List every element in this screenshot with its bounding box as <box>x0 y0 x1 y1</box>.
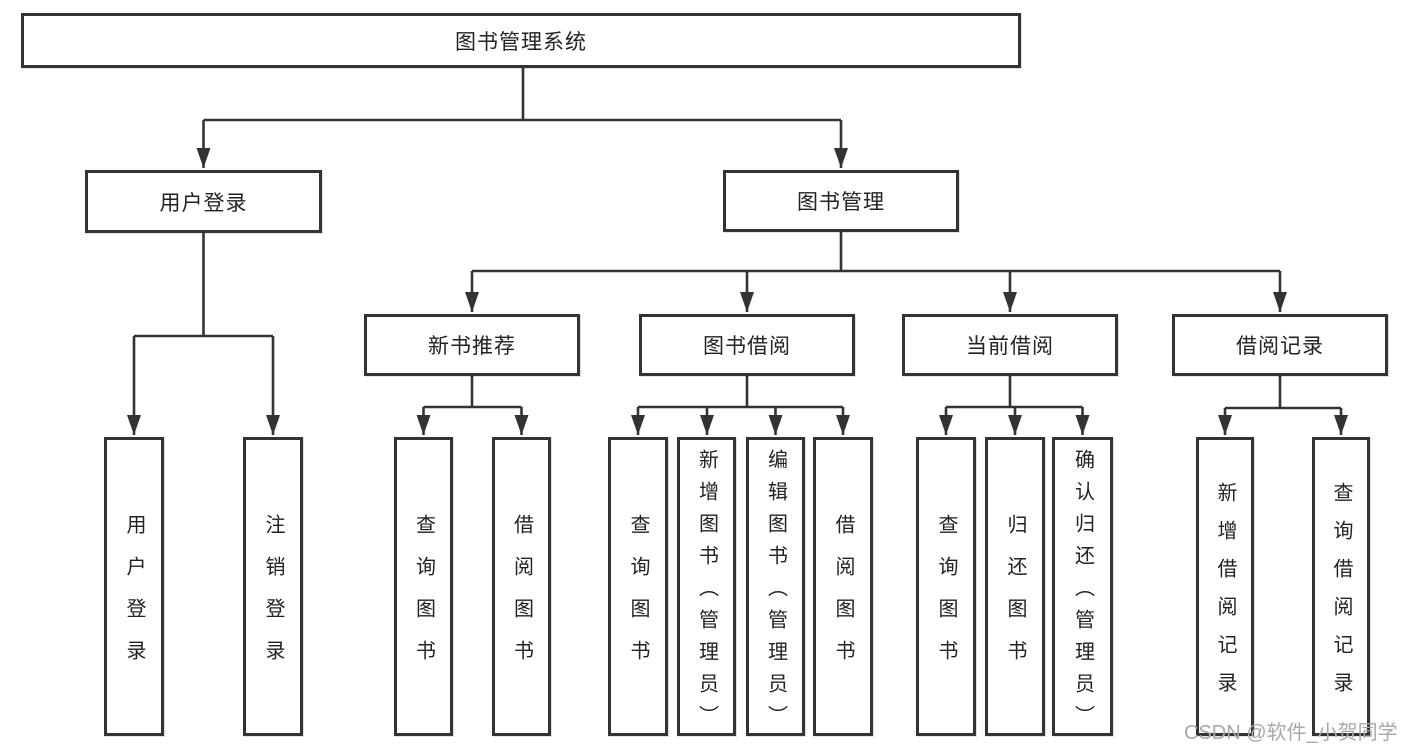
node-user-login-label: 用户登录 <box>159 191 248 215</box>
leaf-confirm-return-admin: 确认归还（管理员） <box>1052 437 1113 737</box>
leaf-query-borrow-record: 查询借阅记录 <box>1312 437 1370 736</box>
node-current-borrowing-label: 当前借阅 <box>966 335 1054 358</box>
leaf-borrowing-query-books: 查询图书 <box>608 437 668 736</box>
leaf-newbooks-query-books-label: 查询图书 <box>412 513 435 682</box>
leaf-logout: 注销登录 <box>243 437 303 736</box>
leaf-newbooks-borrow-books-label: 借阅图书 <box>510 513 533 682</box>
node-borrowing-records-label: 借阅记录 <box>1236 335 1324 358</box>
leaf-edit-books-admin-label: 编辑图书（管理员） <box>764 448 787 737</box>
node-current-borrowing: 当前借阅 <box>902 314 1118 376</box>
leaf-add-borrow-record-label: 新增借阅记录 <box>1214 481 1236 710</box>
connector-user-login-to-leaves <box>127 233 280 435</box>
leaf-logout-label: 注销登录 <box>262 513 284 682</box>
leaf-return-books-label: 归还图书 <box>1004 513 1026 682</box>
leaf-add-borrow-record: 新增借阅记录 <box>1196 437 1254 736</box>
leaf-add-books-admin-label: 新增图书（管理员） <box>695 448 718 737</box>
connector-book-borrow-to-leaves <box>631 376 850 435</box>
connector-borrow-records-to-leaves <box>1218 376 1348 435</box>
leaf-borrowing-borrow-books: 借阅图书 <box>813 437 873 736</box>
node-book-borrowing-label: 图书借阅 <box>703 335 791 358</box>
leaf-newbooks-borrow-books: 借阅图书 <box>492 437 551 736</box>
leaf-user-login-label: 用户登录 <box>123 513 145 682</box>
node-new-book-recommend-label: 新书推荐 <box>428 335 516 358</box>
leaf-newbooks-query-books: 查询图书 <box>394 437 453 736</box>
node-library-system: 图书管理系统 <box>21 13 1021 68</box>
leaf-return-books: 归还图书 <box>985 437 1045 736</box>
node-book-management-label: 图书管理 <box>797 191 885 214</box>
leaf-current-query-books-label: 查询图书 <box>935 513 957 682</box>
node-book-management: 图书管理 <box>723 170 959 232</box>
leaf-edit-books-admin: 编辑图书（管理员） <box>746 437 805 737</box>
leaf-borrowing-query-books-label: 查询图书 <box>627 513 649 682</box>
leaf-confirm-return-admin-label: 确认归还（管理员） <box>1071 448 1094 737</box>
node-book-borrowing: 图书借阅 <box>639 314 855 376</box>
leaf-add-books-admin: 新增图书（管理员） <box>677 437 736 737</box>
connector-new-books-to-leaves <box>416 376 529 435</box>
csdn-watermark: CSDN @软件_小贺同学 <box>1184 722 1398 744</box>
node-library-system-label: 图书管理系统 <box>455 30 587 54</box>
connector-current-borrow-to-leaves <box>939 376 1090 435</box>
node-borrowing-records: 借阅记录 <box>1172 314 1388 376</box>
connector-root-to-level2 <box>196 68 848 168</box>
leaf-borrowing-borrow-books-label: 借阅图书 <box>832 513 854 682</box>
node-user-login: 用户登录 <box>85 170 322 233</box>
leaf-user-login: 用户登录 <box>104 437 164 736</box>
leaf-query-borrow-record-label: 查询借阅记录 <box>1330 481 1352 710</box>
node-new-book-recommend: 新书推荐 <box>364 314 580 376</box>
leaf-current-query-books: 查询图书 <box>916 437 976 736</box>
connector-book-mgmt-to-level3 <box>465 232 1287 312</box>
